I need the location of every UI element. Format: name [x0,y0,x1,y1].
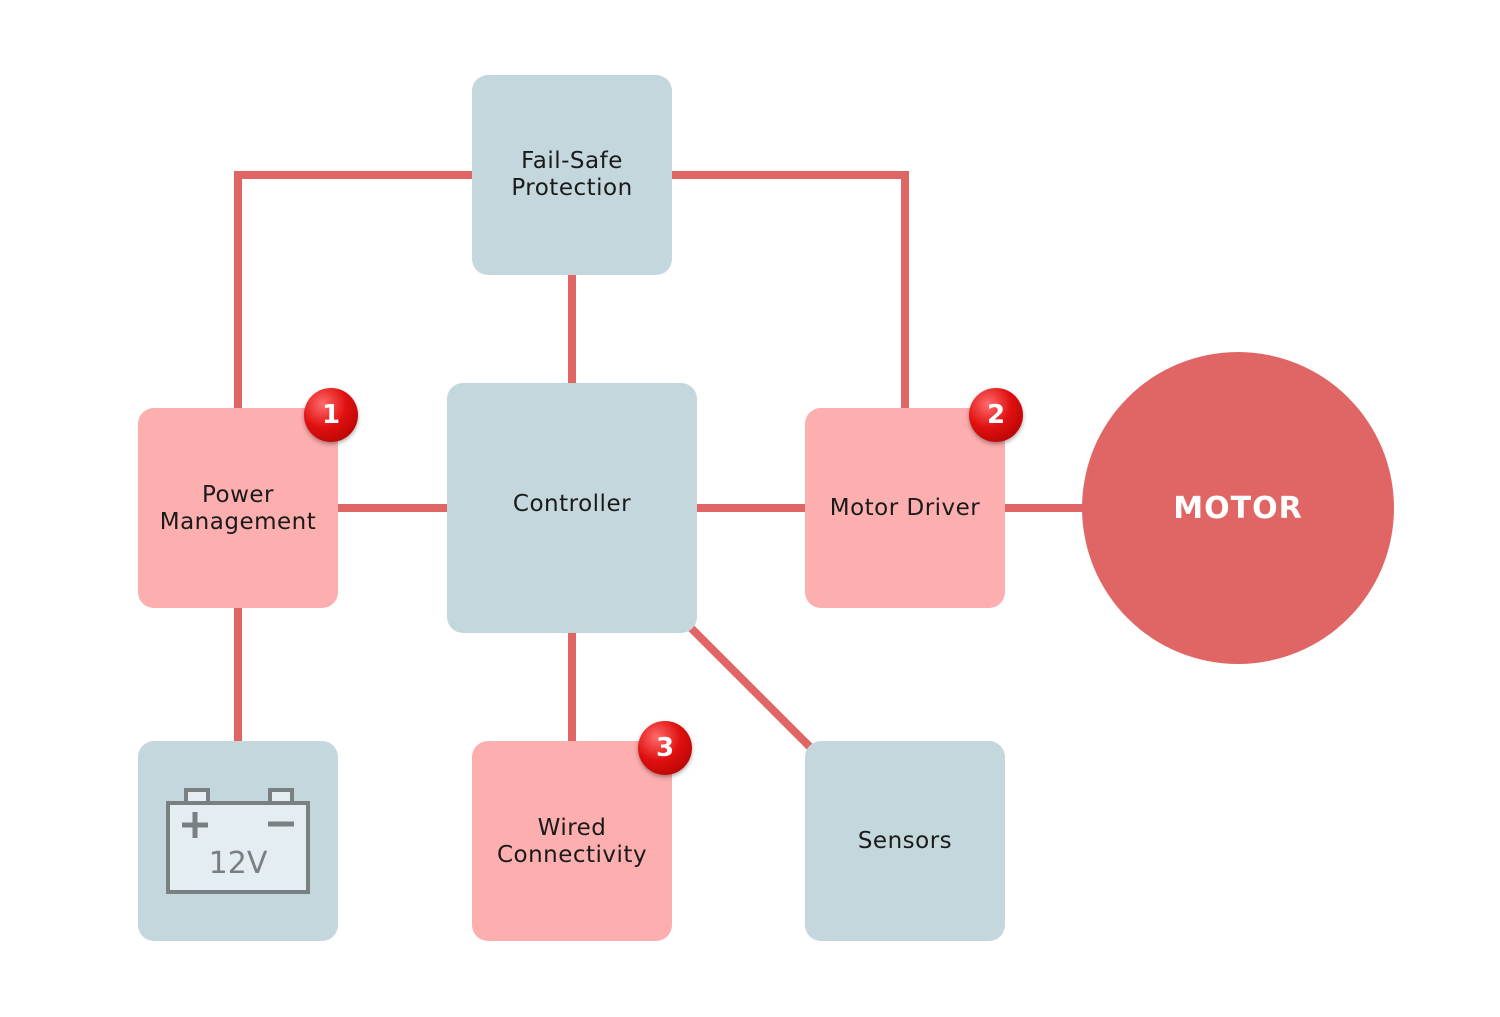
wired-connectivity-block: Wired Connectivity [472,741,672,941]
sensors-block: Sensors [805,741,1005,941]
controller-block: Controller [447,383,697,633]
battery-icon: 12V [166,788,310,894]
power-management-label: Power Management [159,482,317,535]
motor-driver-block: Motor Driver [805,408,1005,608]
failsafe-label: Fail-Safe Protection [511,148,633,201]
failsafe-protection-block: Fail-Safe Protection [472,75,672,275]
badge-2-number: 2 [986,400,1006,430]
wire-power-failsafe [234,171,474,410]
battery-voltage-label: 12V [209,846,268,881]
motor-driver-label: Motor Driver [829,494,981,521]
badge-1: 1 [304,388,358,442]
badge-2: 2 [969,388,1023,442]
motor-label: MOTOR [1173,490,1303,526]
wire-controller-sensors [687,624,813,750]
sensors-label: Sensors [857,827,953,854]
wire-failsafe-driver [670,171,909,410]
battery-body [166,801,310,894]
wired-connectivity-label: Wired Connectivity [496,815,648,868]
badge-1-number: 1 [321,400,341,430]
motor-circle: MOTOR [1082,352,1394,664]
badge-3: 3 [638,721,692,775]
controller-label: Controller [512,491,632,517]
badge-3-number: 3 [655,733,675,763]
power-management-block: Power Management [138,408,338,608]
